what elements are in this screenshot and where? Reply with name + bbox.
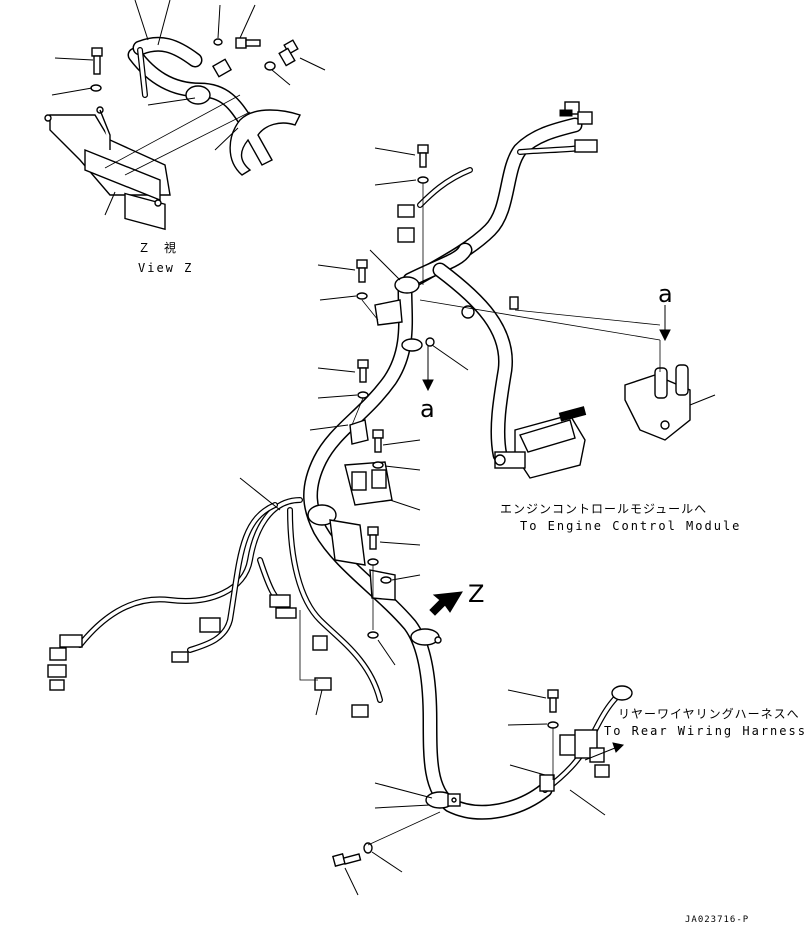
arrow-rear [584, 742, 625, 761]
ecm-connector [494, 406, 587, 479]
drawing-number: JA023716-P [685, 915, 749, 925]
bolt-icon [372, 429, 384, 453]
arrow-a-mid [422, 345, 434, 392]
bolt-icon [332, 853, 362, 867]
harness-clamps [307, 276, 475, 809]
marker-a-mid: a [420, 395, 435, 423]
reference-lines [299, 183, 661, 846]
leader-lines [239, 147, 716, 896]
ecm-label-en: To Engine Control Module [520, 519, 741, 533]
bolt-icon [235, 37, 261, 49]
left-connectors [47, 594, 369, 718]
mid-brackets [329, 299, 403, 601]
arrow-a-top [659, 305, 671, 342]
bolt-icon [278, 39, 299, 67]
bolt-icon [547, 689, 559, 713]
view-z-label-en: View Z [138, 261, 193, 275]
marker-z: Z [468, 580, 484, 608]
ecm-label-jp: エンジンコントロールモジュールへ [500, 502, 707, 516]
mounting-bracket-a [624, 364, 691, 441]
arrow-z [429, 591, 463, 616]
rear-label-en: To Rear Wiring Harness [604, 724, 806, 738]
bolt-icon [91, 47, 103, 75]
top-connectors [397, 101, 598, 310]
fasteners [332, 144, 559, 867]
view-z-label-jp: Ｚ 視 [138, 240, 177, 255]
rear-label-jp: リヤーワイヤリングハーネスへ [618, 707, 800, 721]
marker-a-top: a [658, 280, 673, 308]
bolt-icon [367, 526, 379, 550]
bolt-icon [417, 144, 429, 168]
bolt-icon [357, 359, 369, 383]
view-z-inset: Ｚ 視 View Z [44, 0, 326, 275]
bolt-icon [356, 259, 368, 283]
